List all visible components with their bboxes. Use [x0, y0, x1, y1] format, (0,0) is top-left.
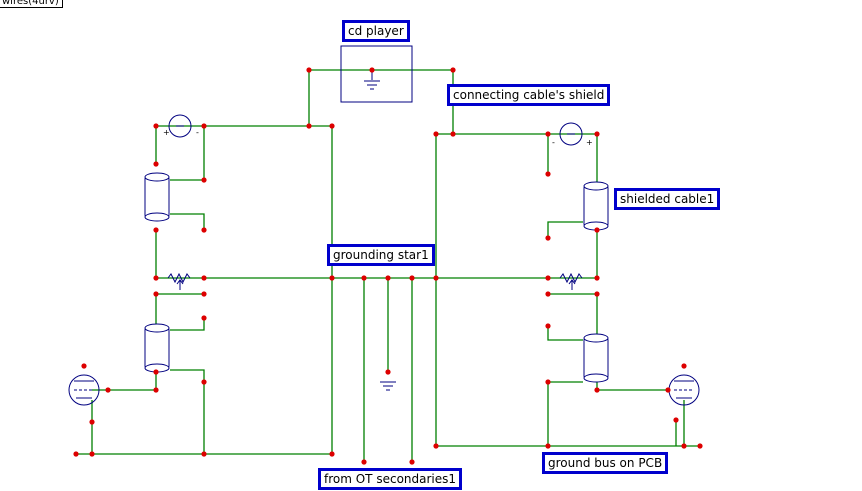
node-dot	[105, 387, 111, 393]
node-dot	[545, 275, 551, 281]
node-dot	[409, 459, 415, 465]
node-dot	[545, 323, 551, 329]
node-dot	[545, 131, 551, 137]
wire-right-lower-2	[547, 326, 583, 341]
node-dot	[594, 387, 600, 393]
node-dot	[385, 275, 391, 281]
node-dot	[153, 161, 159, 167]
node-dot	[153, 123, 159, 129]
node-dot	[361, 459, 367, 465]
window-title-tag: wires(4urv)	[0, 0, 63, 8]
node-dot	[153, 369, 159, 375]
node-dot	[89, 419, 95, 425]
wire-right-lower-1	[548, 293, 598, 334]
node-dot	[153, 227, 159, 233]
node-dot	[201, 227, 207, 233]
node-dot	[361, 275, 367, 281]
wire-right-lower-3	[547, 381, 583, 446]
left-source-minus: -	[196, 128, 199, 137]
node-dot	[673, 417, 679, 423]
node-dot	[201, 379, 207, 385]
node-dot	[545, 171, 551, 177]
label-ground-bus: ground bus on PCB	[542, 452, 669, 474]
node-dot	[153, 387, 159, 393]
node-dot	[369, 67, 375, 73]
node-dot	[450, 131, 456, 137]
node-dot	[697, 443, 703, 449]
node-dot	[450, 67, 456, 73]
node-dot	[153, 291, 159, 297]
node-dot	[201, 451, 207, 457]
node-dot	[73, 451, 79, 457]
wires	[76, 69, 700, 462]
left-lower-cable-icon	[144, 323, 170, 373]
node-dot	[433, 131, 439, 137]
wire-right-lower-4	[596, 382, 668, 391]
node-dot	[201, 315, 207, 321]
node-dot	[306, 67, 312, 73]
connection-nodes	[73, 67, 703, 465]
label-cd-player: cd player	[342, 20, 410, 42]
wire-left-cable-side	[170, 213, 205, 230]
right-source-icon	[559, 122, 583, 146]
label-connecting-cable-shield: connecting cable's shield	[447, 84, 611, 106]
left-source-plus: +	[163, 128, 170, 137]
right-upper-cable-icon	[583, 181, 609, 231]
node-dot	[594, 291, 600, 297]
node-dot	[201, 177, 207, 183]
node-dot	[594, 131, 600, 137]
node-dot	[594, 275, 600, 281]
right-source-plus: +	[586, 138, 593, 147]
node-dot	[385, 369, 391, 375]
node-dot	[545, 235, 551, 241]
wire-left-lower-4	[170, 369, 205, 454]
node-dot	[545, 443, 551, 449]
node-dot	[329, 451, 335, 457]
node-dot	[201, 275, 207, 281]
node-dot	[545, 379, 551, 385]
left-tube-icon	[68, 374, 100, 406]
cd-player-box	[340, 45, 413, 103]
node-dot	[433, 443, 439, 449]
node-dot	[201, 123, 207, 129]
node-dot	[681, 363, 687, 369]
node-dot	[81, 363, 87, 369]
node-dot	[306, 123, 312, 129]
node-dot	[89, 451, 95, 457]
node-dot	[329, 275, 335, 281]
left-source-icon	[168, 114, 192, 138]
left-potentiometer-icon	[167, 272, 191, 290]
label-from-ot-secondaries: from OT secondaries1	[318, 468, 463, 490]
node-dot	[409, 275, 415, 281]
node-dot	[153, 275, 159, 281]
right-lower-cable-icon	[583, 333, 609, 383]
node-dot	[433, 275, 439, 281]
node-dot	[201, 291, 207, 297]
right-source-minus: -	[552, 138, 555, 147]
node-dot	[545, 291, 551, 297]
wire-right-cable-c	[547, 221, 583, 238]
ground-symbol-icon	[380, 381, 396, 391]
label-grounding-star: grounding star1	[327, 244, 435, 266]
wire-left-lower-5	[92, 372, 157, 391]
right-potentiometer-icon	[559, 272, 583, 290]
node-dot	[594, 227, 600, 233]
wire-left-lower-2	[170, 318, 205, 331]
node-dot	[329, 123, 335, 129]
node-dot	[681, 443, 687, 449]
node-dot	[665, 387, 671, 393]
left-upper-cable-icon	[144, 172, 170, 222]
label-shielded-cable: shielded cable1	[614, 188, 721, 210]
